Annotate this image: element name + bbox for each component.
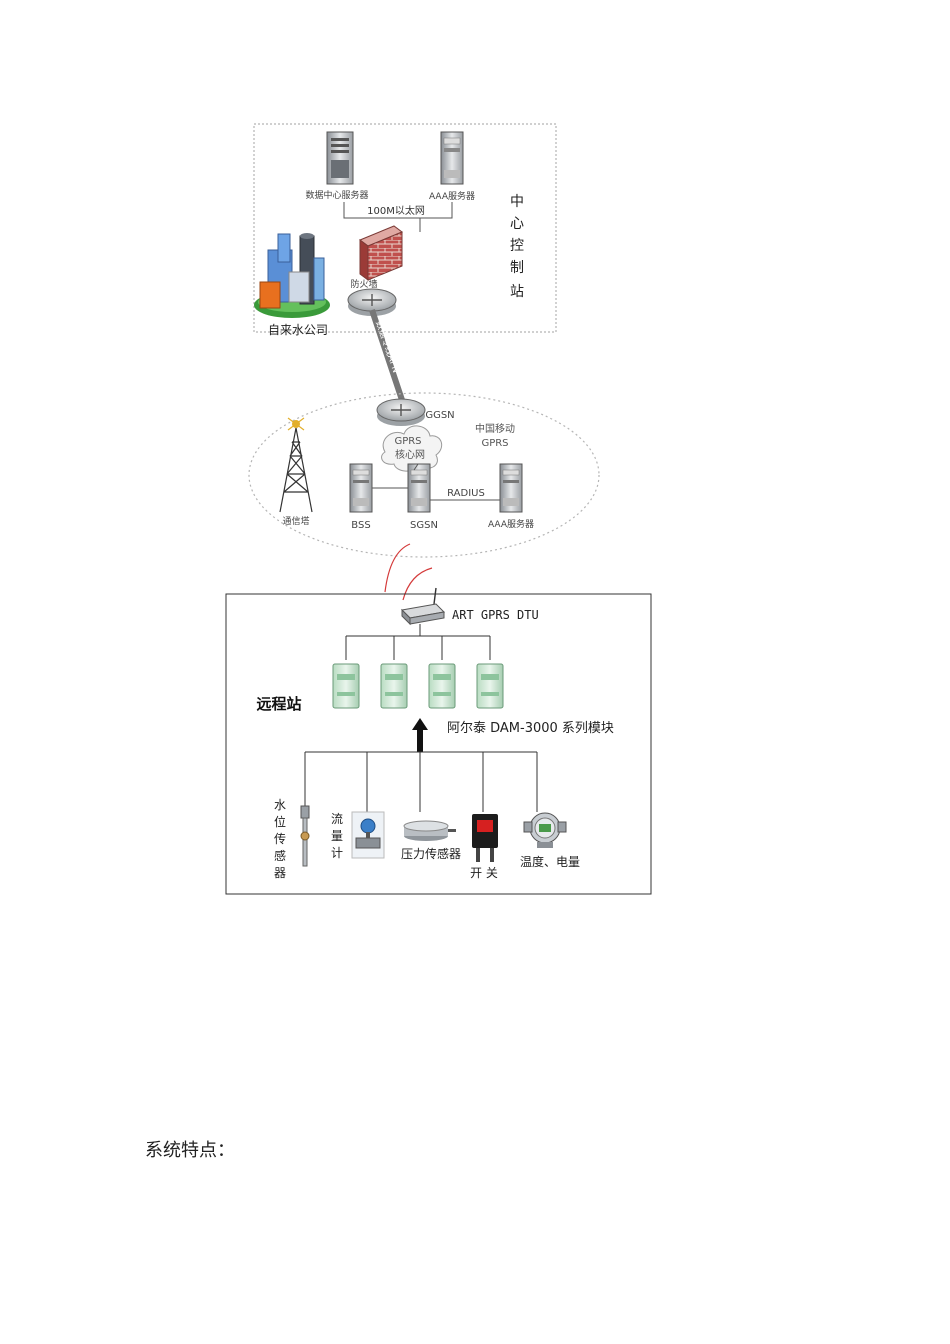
water-level-char: 水: [274, 798, 286, 812]
water-level-sensor-label: 水 位 传 感 器: [274, 798, 286, 880]
operator-label-line1: 中国移动: [475, 422, 515, 435]
pressure-sensor-label: 压力传感器: [401, 846, 461, 861]
flow-char: 计: [331, 846, 343, 860]
center-router-icon: [347, 288, 397, 316]
mobile-aaa-server-icon: [499, 463, 523, 513]
center-title-char: 站: [510, 284, 524, 300]
center-title-char: 制: [510, 260, 524, 276]
center-title-char: 心: [510, 216, 524, 232]
aaa-server-label: AAA服务器: [429, 190, 475, 202]
gprs-dtu-icon: [400, 587, 446, 626]
flow-char: 量: [331, 829, 343, 843]
ggsn-router-icon: [376, 398, 426, 426]
center-control-station: 数据中心服务器 AAA服务器 100M以太网 防火墙 中 心: [253, 123, 557, 333]
sgsn-server-icon: [407, 463, 431, 513]
tower-label: 通信塔: [282, 515, 309, 527]
operator-label-line2: GPRS: [481, 438, 508, 449]
core-network-label-line1: GPRS: [394, 436, 421, 447]
data-center-server-label: 数据中心服务器: [305, 189, 368, 201]
flow-char: 流: [331, 812, 343, 826]
dam-module-icon: [476, 663, 504, 709]
flow-meter-icon: [351, 811, 385, 859]
remote-station-box: [225, 593, 652, 895]
mobile-network: GGSN 中国移动 GPRS GPRS 核心网 通信塔 BSS: [248, 392, 600, 558]
switch-label: 开 关: [470, 866, 498, 880]
dam-module-icon: [428, 663, 456, 709]
water-company-city-icon: [254, 233, 330, 318]
bss-server-icon: [349, 463, 373, 513]
module-bus-line: [345, 624, 491, 660]
water-level-char: 传: [274, 831, 286, 846]
center-title-char: 中: [510, 194, 524, 210]
center-title-char: 控: [510, 238, 524, 254]
mobile-network-ellipse: [248, 392, 600, 558]
water-level-char: 位: [274, 814, 286, 829]
sgsn-label: SGSN: [410, 520, 438, 531]
temperature-power-label: 温度、电量: [520, 854, 580, 869]
ggsn-label: GGSN: [425, 410, 454, 421]
dam-module-icon: [332, 663, 360, 709]
dam-module-icon: [380, 663, 408, 709]
bss-label: BSS: [351, 520, 370, 531]
up-arrow-icon: [412, 718, 428, 752]
remote-station-label: 远程站: [256, 695, 301, 713]
firewall-label: 防火墙: [350, 278, 377, 290]
ethernet-label: 100M以太网: [367, 204, 425, 217]
data-center-server-icon: [326, 131, 354, 185]
water-level-char: 感: [274, 848, 286, 863]
communication-tower-icon: [279, 417, 313, 513]
pressure-sensor-icon: [403, 820, 456, 841]
center-title: 中 心 控 制 站: [510, 194, 524, 300]
gprs-core-cloud-icon: [381, 425, 443, 472]
mobile-aaa-label: AAA服务器: [488, 518, 534, 530]
radius-label: RADIUS: [447, 488, 485, 499]
remote-station: ART GPRS DTU 远程站 阿尔泰 DAM-30: [225, 587, 652, 895]
aaa-server-icon: [440, 131, 464, 185]
temperature-power-sensor-icon: [523, 812, 567, 848]
firewall-icon: [358, 225, 404, 281]
flow-meter-label: 流 量 计: [331, 812, 343, 860]
water-level-sensor-icon: [300, 805, 310, 867]
apn-dedicated-line: [369, 309, 405, 401]
dtu-label: ART GPRS DTU: [452, 608, 539, 622]
switch-icon: [472, 814, 498, 862]
wireless-signal-icon: [384, 543, 433, 601]
module-label: 阿尔泰 DAM-3000 系列模块: [447, 721, 614, 736]
ethernet-bus-line: [343, 202, 453, 219]
section-heading: 系统特点：: [145, 1140, 235, 1161]
core-network-label-line2: 核心网: [395, 448, 425, 461]
center-dashed-box: [253, 123, 557, 333]
water-company-label: 自来水公司: [268, 323, 328, 337]
water-level-char: 器: [274, 866, 286, 880]
sensor-bus-line: [304, 751, 538, 812]
